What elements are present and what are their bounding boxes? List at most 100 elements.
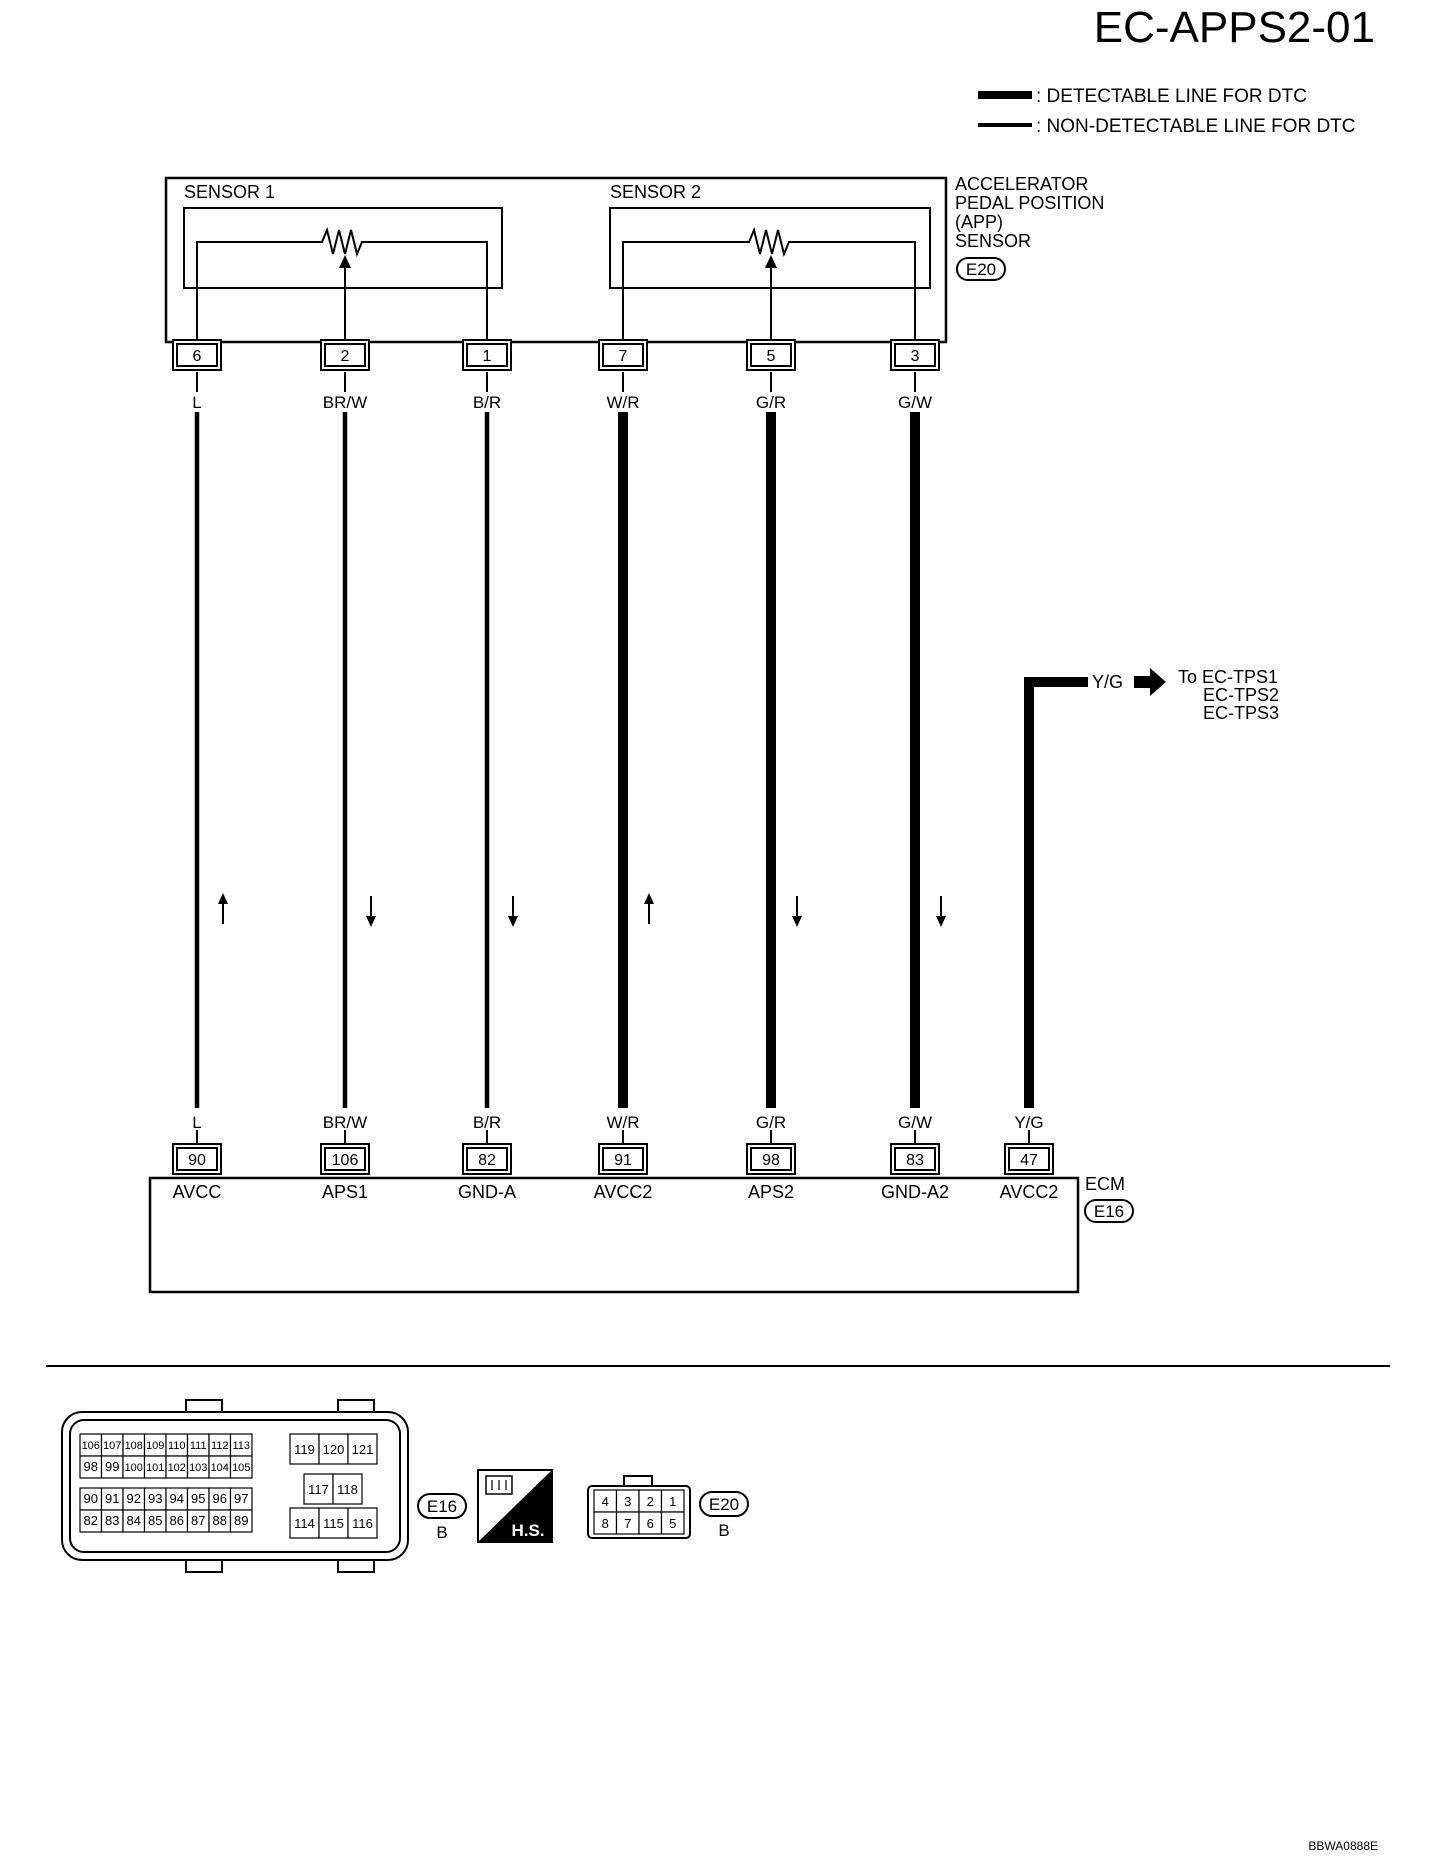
ecm-connector-badge	[1084, 1199, 1134, 1223]
ecm-connector-id: E16	[1094, 1202, 1124, 1221]
sensor-pin-2-number: 2	[341, 348, 350, 365]
e20-id-badge	[699, 1491, 749, 1517]
sensor-pin-2: 2	[320, 339, 370, 371]
e16-cavity-number: 117	[308, 1482, 329, 1497]
wire-color-bottom: BR/W	[323, 1113, 367, 1132]
e16-cavity-number: 82	[84, 1513, 98, 1528]
app-sensor-connector-badge	[956, 257, 1006, 281]
ecm-terminal-GND-A: GND-A	[458, 1182, 516, 1202]
e20-cavity-number: 1	[669, 1494, 676, 1509]
wires: LL690AVCCBR/WBR/W2106APS1B/RB/R182GND-AW…	[172, 339, 1088, 1202]
app-sensor-name-line4: SENSOR	[955, 231, 1031, 251]
wire-color-bottom: L	[192, 1113, 201, 1132]
app-sensor-name-line3: (APP)	[955, 212, 1003, 232]
sensor-pin-5-number: 5	[767, 348, 776, 365]
e16-cavity-number: 83	[105, 1513, 119, 1528]
e20-cavity-number: 2	[647, 1494, 654, 1509]
signal-arrow-up-icon	[644, 893, 654, 924]
e16-cavity-number: 116	[352, 1516, 373, 1531]
e16-cavity	[289, 1433, 320, 1465]
ecm-pin-82: 82	[462, 1143, 512, 1175]
e16-cavity	[347, 1507, 378, 1539]
sensor-pin-5: 5	[746, 339, 796, 371]
wire-color-top: G/R	[756, 393, 786, 412]
e16-cavity-number: 98	[84, 1459, 98, 1474]
hs-badge-fill	[478, 1470, 552, 1542]
e16-cavity-number: 103	[189, 1462, 207, 1474]
app-sensor: SENSOR 1 SENSOR 2 ACCELERATOR PEDAL POSI…	[164, 174, 1104, 350]
ecm-pin-47: 47	[1004, 1143, 1054, 1175]
sensor-pin-7: 7	[598, 339, 648, 371]
e16-cavity-number: 107	[103, 1440, 121, 1452]
e16-cavity-number: 86	[170, 1513, 184, 1528]
signal-arrow-down-icon	[936, 896, 946, 927]
ecm-label: ECM	[1085, 1174, 1125, 1194]
e16-latch-bottom-left	[185, 1559, 223, 1573]
sensor2-label: SENSOR 2	[610, 182, 701, 202]
e16-cavity	[332, 1473, 363, 1505]
e16-cavity-number: 91	[105, 1491, 119, 1506]
sensor-pin-1: 1	[462, 339, 512, 371]
e16-cavity-number: 99	[105, 1459, 119, 1474]
sensor1-label: SENSOR 1	[184, 182, 275, 202]
ecm-terminal-AVCC2: AVCC2	[594, 1182, 653, 1202]
legend-non-detectable-text: : NON-DETECTABLE LINE FOR DTC	[1036, 116, 1356, 137]
wire-color-bottom: W/R	[606, 1113, 639, 1132]
e16-cavity-number: 106	[82, 1440, 100, 1452]
e16-latch-top-right	[337, 1399, 375, 1413]
wire-color-top: G/W	[898, 393, 932, 412]
legend-detectable-text: : DETECTABLE LINE FOR DTC	[1036, 86, 1307, 107]
e16-cavity-number: 115	[323, 1516, 344, 1531]
branch-to-line1: To EC-TPS1	[1178, 667, 1278, 687]
e16-cavity	[303, 1473, 334, 1505]
diagram-title: EC-APPS2-01	[1094, 3, 1375, 52]
e16-cavity-number: 110	[168, 1440, 186, 1452]
ecm-terminal-AVCC: AVCC	[173, 1182, 222, 1202]
e16-cavity-number: 112	[211, 1440, 229, 1452]
sensor-pin-3: 3	[890, 339, 940, 371]
e16-cavity	[229, 1509, 253, 1533]
sensor-pin-6-number: 6	[193, 348, 202, 365]
e16-id-badge	[417, 1493, 467, 1519]
legend-non-detectable-swatch	[978, 123, 1032, 127]
e16-cavity	[289, 1507, 320, 1539]
e16-cavity-number: 94	[170, 1491, 184, 1506]
e20-cavity	[660, 1511, 685, 1535]
app-sensor-connector-id: E20	[966, 260, 996, 279]
e16-cavity-number: 92	[127, 1491, 141, 1506]
ecm: ECM E16	[148, 1174, 1134, 1294]
ecm-pin-106-number: 106	[332, 1152, 359, 1169]
hs-badge-text: H.S.	[511, 1521, 544, 1540]
branch-wire-color: Y/G	[1092, 672, 1123, 692]
e16-cavity-number: 89	[234, 1513, 248, 1528]
e16-cavity-number: 104	[211, 1462, 229, 1474]
sensor-pin-6: 6	[172, 339, 222, 371]
legend-detectable-swatch	[978, 91, 1032, 99]
e16-cavity-number: 95	[191, 1491, 205, 1506]
legend: : DETECTABLE LINE FOR DTC : NON-DETECTAB…	[978, 86, 1356, 137]
signal-arrow-down-icon	[792, 896, 802, 927]
wire-color-bottom: B/R	[473, 1113, 501, 1132]
e16-cavity-number: 113	[232, 1440, 250, 1452]
signal-arrow-down-icon	[366, 896, 376, 927]
ecm-pin-82-number: 82	[478, 1152, 496, 1169]
e16-cavity-number: 108	[125, 1440, 143, 1452]
hs-connector-icon	[485, 1475, 513, 1495]
app-sensor-name-line1: ACCELERATOR	[955, 174, 1088, 194]
e20-cavity-number: 8	[602, 1516, 609, 1531]
wire-color-bottom: G/W	[898, 1113, 932, 1132]
e16-cavity-number: 114	[294, 1516, 315, 1531]
wire-Y-G	[1024, 677, 1088, 1108]
e16-cavity	[318, 1507, 349, 1539]
ecm-pin-90: 90	[172, 1143, 222, 1175]
e16-cavity-number: 88	[213, 1513, 227, 1528]
ecm-pin-90-number: 90	[188, 1152, 206, 1169]
ecm-terminal-APS1: APS1	[322, 1182, 368, 1202]
ecm-pin-91-number: 91	[614, 1152, 632, 1169]
branch-to-line2: EC-TPS2	[1203, 685, 1279, 705]
e16-cavity-number: 105	[232, 1462, 250, 1474]
e16-cavity-number: 87	[191, 1513, 205, 1528]
